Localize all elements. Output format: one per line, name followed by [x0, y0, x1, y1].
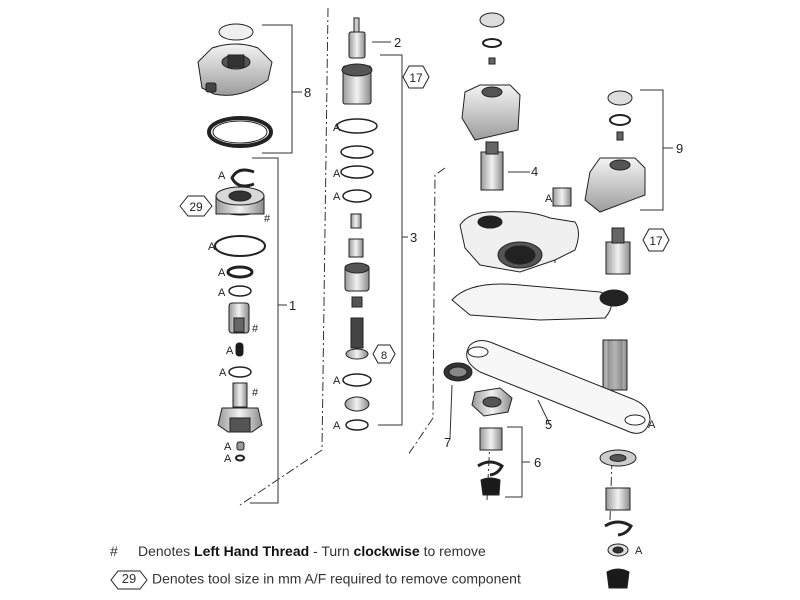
- right-valve: [605, 241, 631, 275]
- spindle-pin: [353, 17, 360, 33]
- a-label: A: [545, 193, 553, 205]
- faucet-body: [443, 12, 651, 589]
- a-label: A: [208, 241, 216, 253]
- handle-cap: [218, 23, 254, 41]
- a-label: A: [333, 375, 341, 387]
- callout-7: 7: [444, 435, 451, 450]
- mounting-plate-5: [466, 340, 651, 434]
- a-label: A: [226, 345, 234, 357]
- tool-badge-text: 17: [409, 71, 423, 85]
- legend-hex-icon: 29: [110, 570, 148, 590]
- a-label: A: [333, 122, 341, 134]
- spindle-2: [348, 31, 366, 59]
- tool-badge-17-right: 17: [642, 228, 670, 252]
- a-label: A: [218, 287, 226, 299]
- a-label: A: [635, 545, 643, 557]
- tool-badge-text: 17: [649, 234, 663, 248]
- right-handle: [584, 157, 646, 213]
- tool-badge-text: 8: [381, 350, 387, 362]
- legend-hash-bold1: Left Hand Thread: [194, 543, 310, 559]
- valve-4: [480, 151, 504, 191]
- spout: [451, 283, 612, 321]
- a-label: A: [333, 420, 341, 432]
- assembly-lines: [239, 7, 613, 521]
- a-label: A: [218, 267, 226, 279]
- callout-2: 2: [394, 35, 401, 50]
- washer-a: [235, 342, 244, 357]
- callout-3: 3: [410, 230, 417, 245]
- a-label: A: [218, 170, 226, 182]
- a-label: A: [224, 441, 232, 453]
- spring: [350, 317, 364, 349]
- callout-6: 6: [534, 455, 541, 470]
- tool-badge-text: 29: [189, 200, 203, 214]
- threaded-tail: [602, 339, 628, 391]
- callout-9: 9: [676, 141, 683, 156]
- hash-label: #: [264, 213, 271, 225]
- a-markers: A A A A A A A A A A A A A A A A: [208, 122, 656, 557]
- legend-hash-bold2: clockwise: [353, 543, 420, 559]
- tool-badge-17-top: 17: [402, 65, 430, 89]
- hash-label: #: [252, 323, 259, 335]
- legend-tool-text: Denotes tool size in mm A/F required to …: [152, 570, 521, 587]
- tool-badge-29: 29: [179, 195, 213, 217]
- cartridge-6: [479, 427, 503, 451]
- cartridge-assembly-3: [336, 17, 378, 431]
- legend-tool-size: 29 Denotes tool size in mm A/F required …: [110, 570, 521, 590]
- callout-1: 1: [289, 298, 296, 313]
- callout-8: 8: [304, 85, 311, 100]
- hash-markers: # # #: [252, 213, 271, 399]
- legend-tool-number: 29: [121, 571, 137, 586]
- legend-hash-symbol: #: [110, 543, 118, 559]
- lever-handle: [197, 43, 273, 96]
- legend-left-hand-thread: # Denotes Left Hand Thread - Turn clockwi…: [110, 543, 486, 559]
- callout-labels: 1 2 3 4 5 6 7 8 9: [289, 35, 683, 470]
- a-label: A: [224, 453, 232, 465]
- legend-hash-mid: - Turn: [309, 543, 354, 559]
- a-label: A: [219, 367, 227, 379]
- a-label: A: [333, 191, 341, 203]
- skirt-ring: [207, 116, 273, 148]
- legend-hash-prefix: Denotes: [138, 543, 195, 559]
- legend-hash-suffix: to remove: [419, 543, 486, 559]
- bracket-lines: [250, 24, 673, 504]
- left-handle: [461, 84, 521, 141]
- callout-4: 4: [531, 164, 538, 179]
- callout-5: 5: [545, 417, 552, 432]
- tool-badge-8: 8: [372, 344, 396, 364]
- circlip: [230, 168, 255, 188]
- a-label: A: [333, 168, 341, 180]
- a-label: A: [648, 419, 656, 431]
- handle-assembly-8: [197, 23, 273, 148]
- headwork-assembly-1: [214, 168, 266, 462]
- hash-label: #: [252, 387, 259, 399]
